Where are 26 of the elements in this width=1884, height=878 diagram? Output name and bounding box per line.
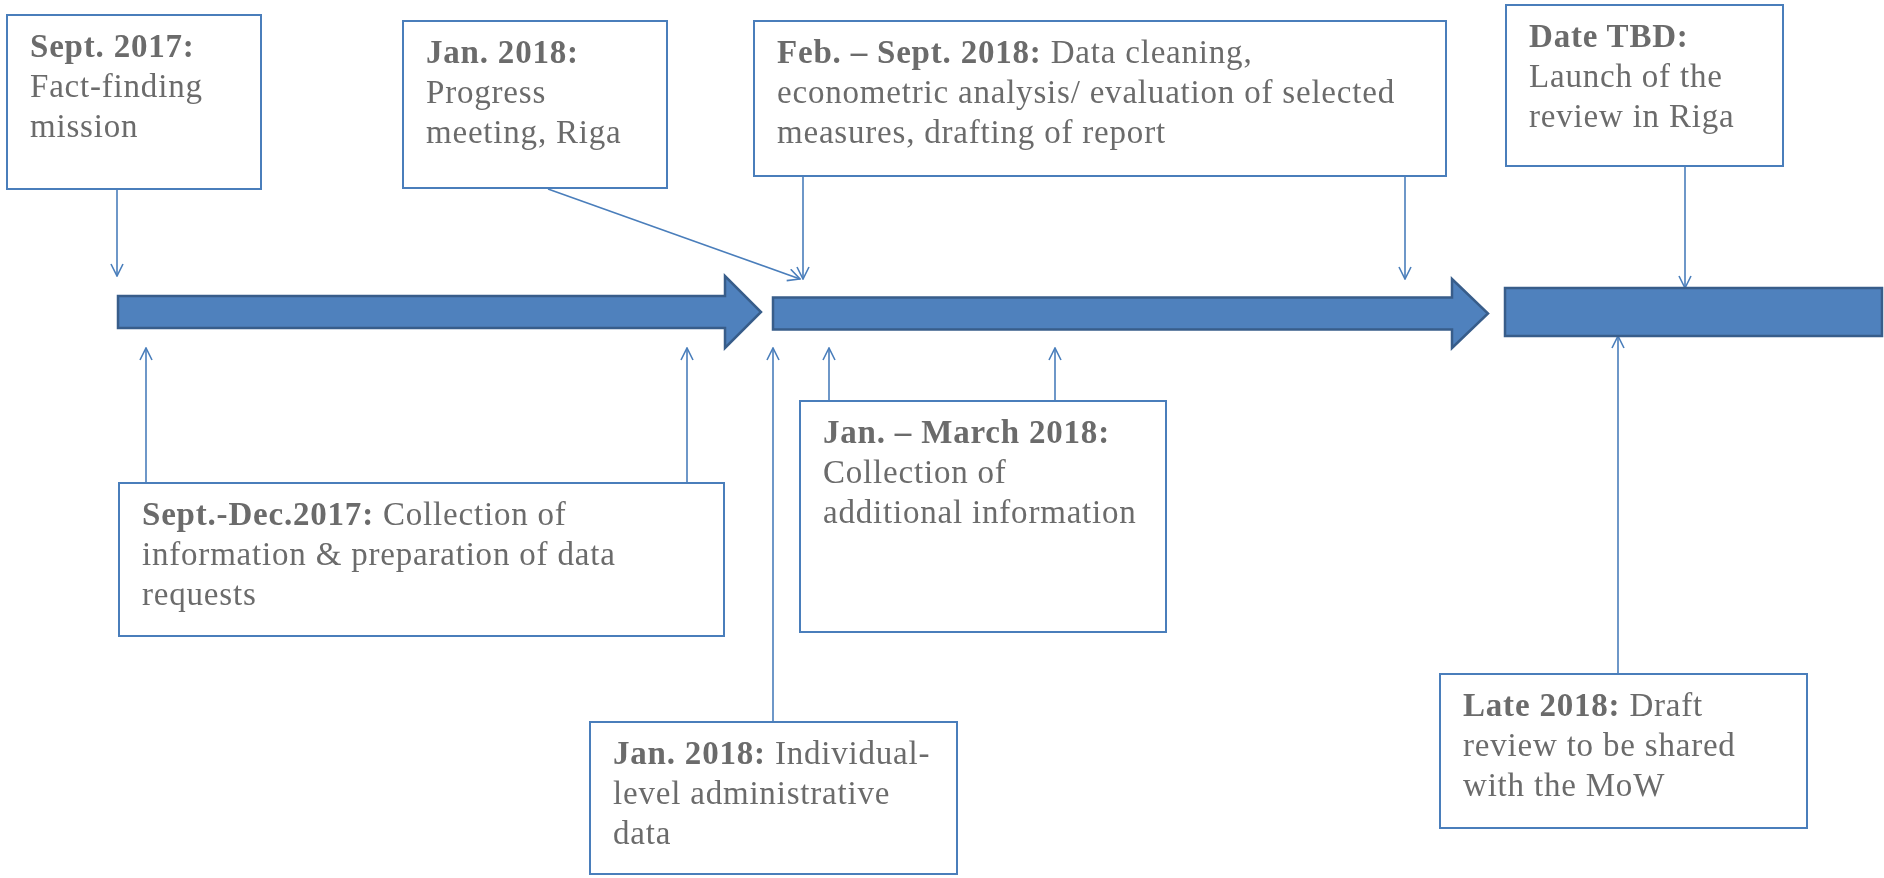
arrow (1398, 176, 1412, 280)
timeline-box (799, 400, 1167, 633)
milestone-text: Date TBD: Launch of the review in Riga (1529, 17, 1736, 136)
timeline-box (402, 20, 668, 189)
arrow (139, 347, 153, 483)
milestone-text: Jan. 2018: Progress meeting, Riga (426, 33, 623, 152)
timeline-box (753, 20, 1447, 177)
timeline-box (1505, 4, 1784, 167)
milestone-text: Sept. 2017: Fact-finding mission (30, 27, 204, 146)
milestone-text: Jan. 2018: Individual-level administrative data (613, 734, 932, 853)
timeline-box (589, 721, 958, 875)
arrow (547, 188, 801, 282)
arrow (766, 347, 780, 722)
arrow (1048, 347, 1062, 401)
milestone-text: Sept.-Dec.2017: Collection of information & preparation of data requests (142, 495, 617, 614)
timeline-box (6, 14, 262, 190)
milestone-text: Jan. – March 2018: Collection of additional information (823, 413, 1138, 532)
timeline-box (118, 482, 725, 637)
arrow (680, 347, 694, 483)
timeline-box (1439, 673, 1808, 829)
arrow (110, 189, 124, 277)
arrow (1678, 166, 1692, 289)
milestone-text: Feb. – Sept. 2018: Data cleaning, econometric analysis/ evaluation of selected measures, drafting of report (777, 33, 1396, 152)
arrow (822, 347, 836, 401)
arrow (796, 176, 810, 280)
milestone-text: Late 2018: Draft review to be shared with the MoW (1463, 686, 1737, 805)
